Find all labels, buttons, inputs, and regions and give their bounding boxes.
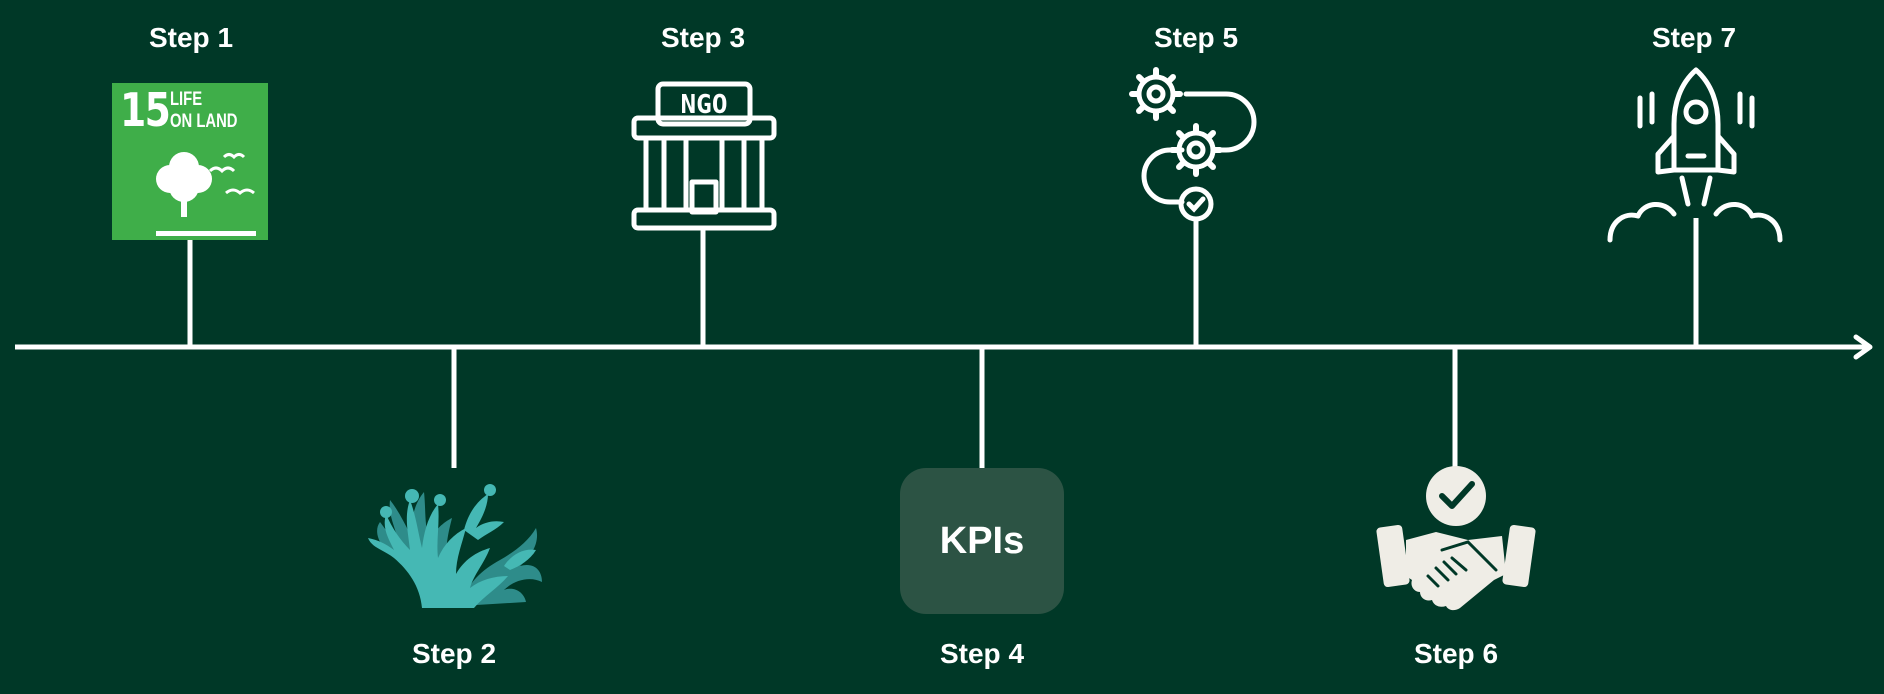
step-7-label: Step 7 bbox=[1651, 22, 1737, 53]
kpis-text: KPIs bbox=[939, 519, 1025, 562]
step-5-label: Step 5 bbox=[1153, 22, 1239, 53]
step-3-label: Step 3 bbox=[660, 22, 746, 53]
step-1-label: Step 1 bbox=[148, 22, 234, 53]
sdg-number: 15 bbox=[120, 83, 171, 137]
kpis-box: KPIs bbox=[900, 468, 1064, 614]
sdg-title-line-2: ON LAND bbox=[170, 111, 238, 132]
coral-icon bbox=[368, 484, 542, 608]
handshake-check-icon bbox=[1376, 466, 1536, 611]
ngo-sign-text: NGO bbox=[681, 90, 728, 120]
tree-birds-icon bbox=[156, 152, 256, 236]
step-4-label: Step 4 bbox=[939, 638, 1025, 669]
sdg-15-life-on-land-icon: 15 LIFE ON LAND bbox=[112, 83, 268, 240]
sdg-title: LIFE ON LAND bbox=[170, 89, 238, 133]
sdg-title-line-1: LIFE bbox=[170, 89, 203, 110]
step-2-label: Step 2 bbox=[411, 638, 497, 669]
step-6-label: Step 6 bbox=[1413, 638, 1499, 669]
process-gears-icon bbox=[1129, 67, 1257, 222]
timeline-arrowhead bbox=[1853, 334, 1873, 360]
ngo-building-icon: NGO bbox=[631, 81, 777, 231]
rocket-launch-icon bbox=[1607, 67, 1783, 243]
